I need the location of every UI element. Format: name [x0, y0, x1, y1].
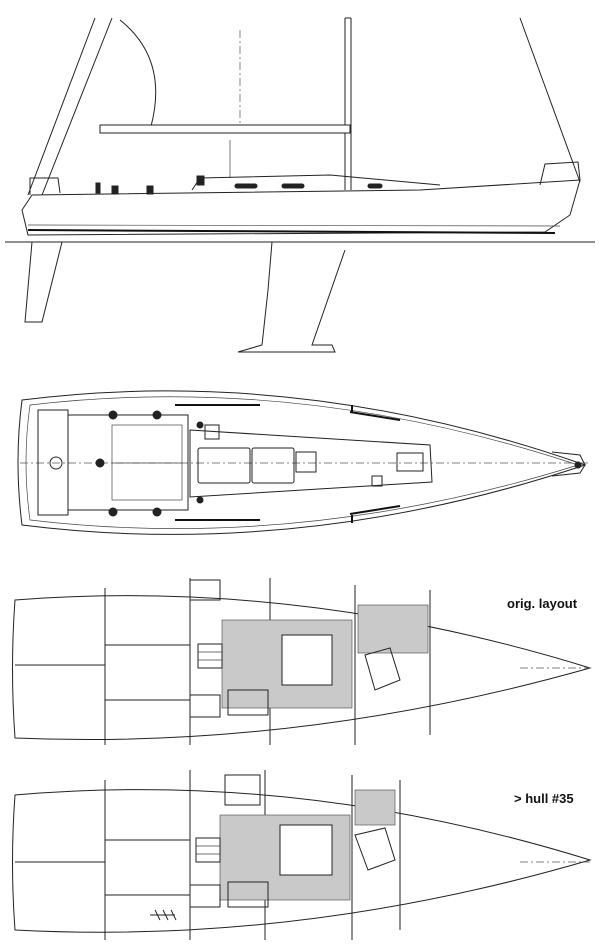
interior-layout-hull35: [12, 770, 592, 940]
deck-outline: [17, 390, 587, 535]
backstay: [27, 17, 96, 196]
interior-layout-original: [12, 578, 592, 745]
layout-label-hull35: > hull #35: [514, 791, 574, 806]
keel: [237, 241, 346, 353]
helm-wheel: [49, 456, 63, 470]
rudder: [24, 241, 63, 323]
mainsail: [119, 19, 157, 131]
boom: [99, 124, 351, 134]
saloon-table-hull35: [279, 824, 333, 876]
cabin-top: [189, 429, 433, 498]
deck-plan: [17, 390, 590, 535]
saloon-table-orig: [281, 634, 333, 686]
hull-profile: [21, 179, 581, 236]
hull-outline-hull35: [12, 789, 592, 933]
cockpit: [67, 414, 189, 511]
hull-outline-orig: [12, 595, 592, 741]
layout-label-original: orig. layout: [507, 596, 578, 611]
forestay: [519, 17, 581, 183]
sail-plan-profile: [5, 17, 595, 353]
